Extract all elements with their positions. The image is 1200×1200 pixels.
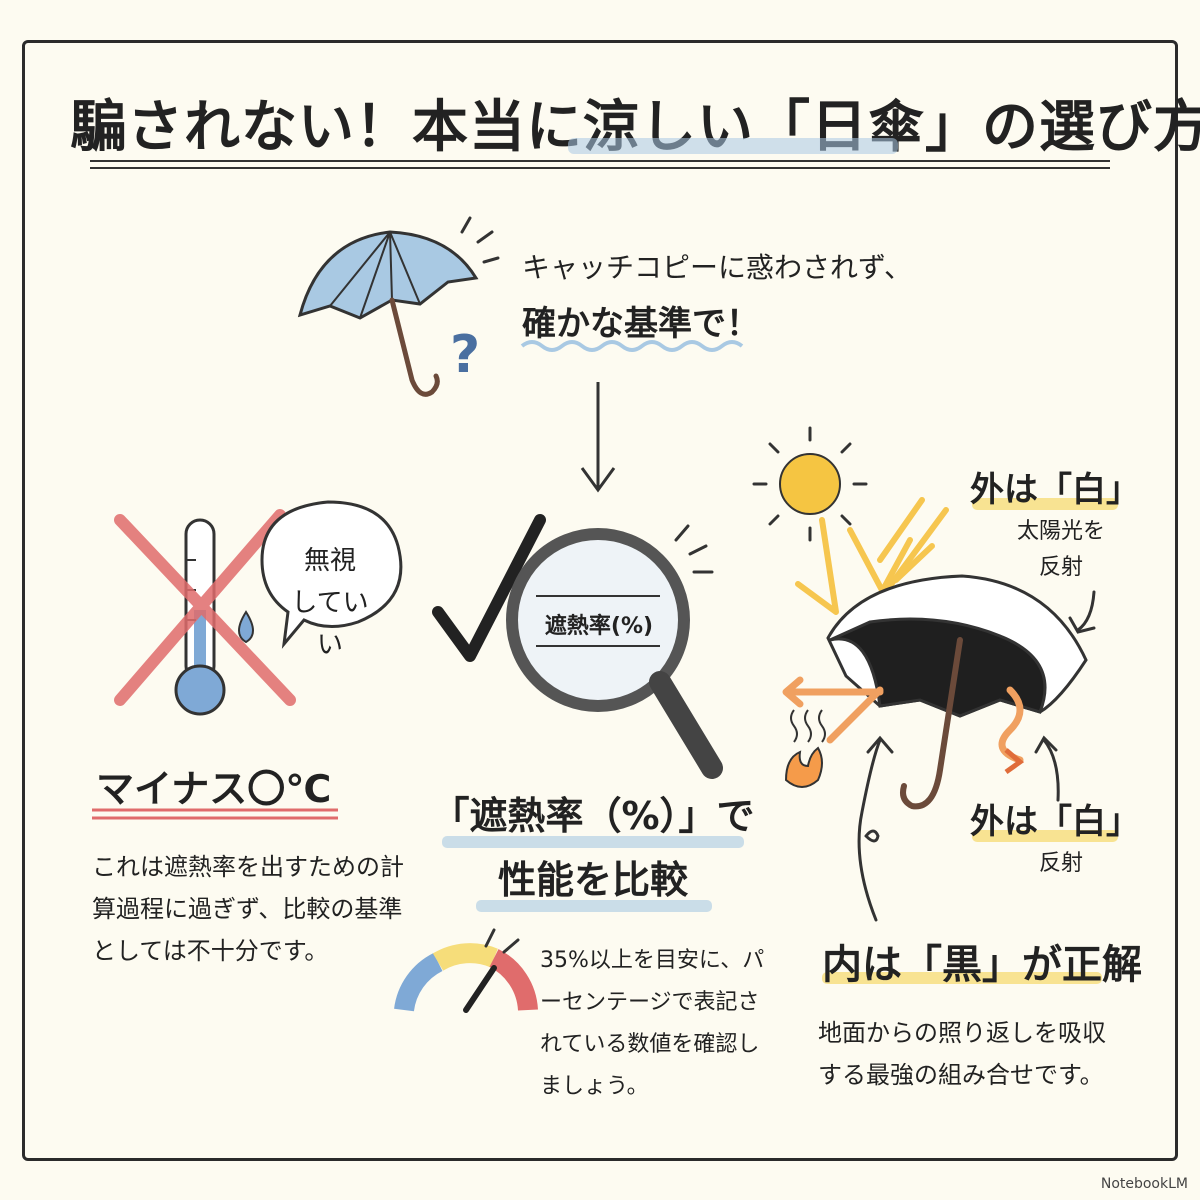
center-body: 35%以上を目安に、パーセンテージで表記されている数値を確認しましょう。 [540, 948, 765, 1099]
umbrella-question-icon: ? [297, 216, 500, 397]
center-highlight-1 [442, 836, 744, 848]
catchphrase-line2: 確かな基準で！ [522, 304, 760, 344]
minus-body: これは遮熱率を出すための計算過程に過ぎず、比較の基準としては不十分です。 [92, 853, 404, 965]
title-highlight [568, 138, 898, 154]
title-rule-bottom [90, 167, 1110, 169]
bubble-line2: していい [291, 588, 369, 660]
heat-arrow-head [1004, 748, 1025, 775]
title-rule-top [90, 160, 1110, 162]
lens-label: 遮熱率(%) [544, 614, 654, 639]
outer-top-sub1: 太陽光を [1016, 519, 1105, 544]
down-arrow-icon [580, 382, 616, 493]
magnifier-icon [506, 524, 723, 779]
speech-bubble-text: 無視 していい [282, 540, 378, 666]
right-highlight-inner [822, 972, 1102, 984]
outer-top-heading: 外は「白」 [970, 470, 1140, 510]
cross-icon [114, 509, 296, 706]
heat-flame-icon [784, 709, 826, 788]
checkmark-icon [432, 514, 546, 662]
pointer-arrows [857, 590, 1096, 922]
outer-top-sub2: 反射 [1038, 555, 1083, 580]
sun-icon [752, 426, 868, 542]
svg-text:?: ? [450, 325, 480, 385]
brand-label: NotebookLM [1100, 1176, 1188, 1192]
umbrella-black-icon [826, 574, 1088, 810]
outer-mid-sub: 反射 [1038, 851, 1083, 876]
minus-heading: マイナス〇℃ [96, 767, 332, 811]
gauge-icon [394, 928, 538, 1013]
inner-heading: 内は「黒」が正解 [822, 942, 1142, 988]
bubble-line1: 無視 [303, 546, 356, 576]
center-heading-line1: 「遮熱率（%）」で [431, 794, 755, 838]
right-highlight-mid [972, 830, 1118, 842]
inner-body: 地面からの照り返しを吸収する最強の組み合せです。 [818, 1019, 1106, 1089]
frame-border [22, 40, 1178, 1161]
right-highlight-top [972, 498, 1118, 510]
speech-bubble [260, 500, 403, 649]
catch-underline [520, 340, 744, 352]
catchphrase: キャッチコピーに惑わされず、 確かな基準で！ [522, 240, 912, 354]
center-heading-line2: 性能を比較 [497, 858, 688, 902]
outer-top-sub: 太陽光を 反射 [1006, 514, 1116, 586]
catchphrase-line1: キャッチコピーに惑わされず、 [522, 251, 913, 284]
heat-arrows [782, 676, 1024, 764]
minus-underline [92, 808, 338, 820]
outer-mid-heading: 外は「白」 [970, 802, 1140, 842]
center-heading: 「遮熱率（%）」で 性能を比較 [428, 784, 758, 912]
center-highlight-2 [476, 900, 712, 912]
